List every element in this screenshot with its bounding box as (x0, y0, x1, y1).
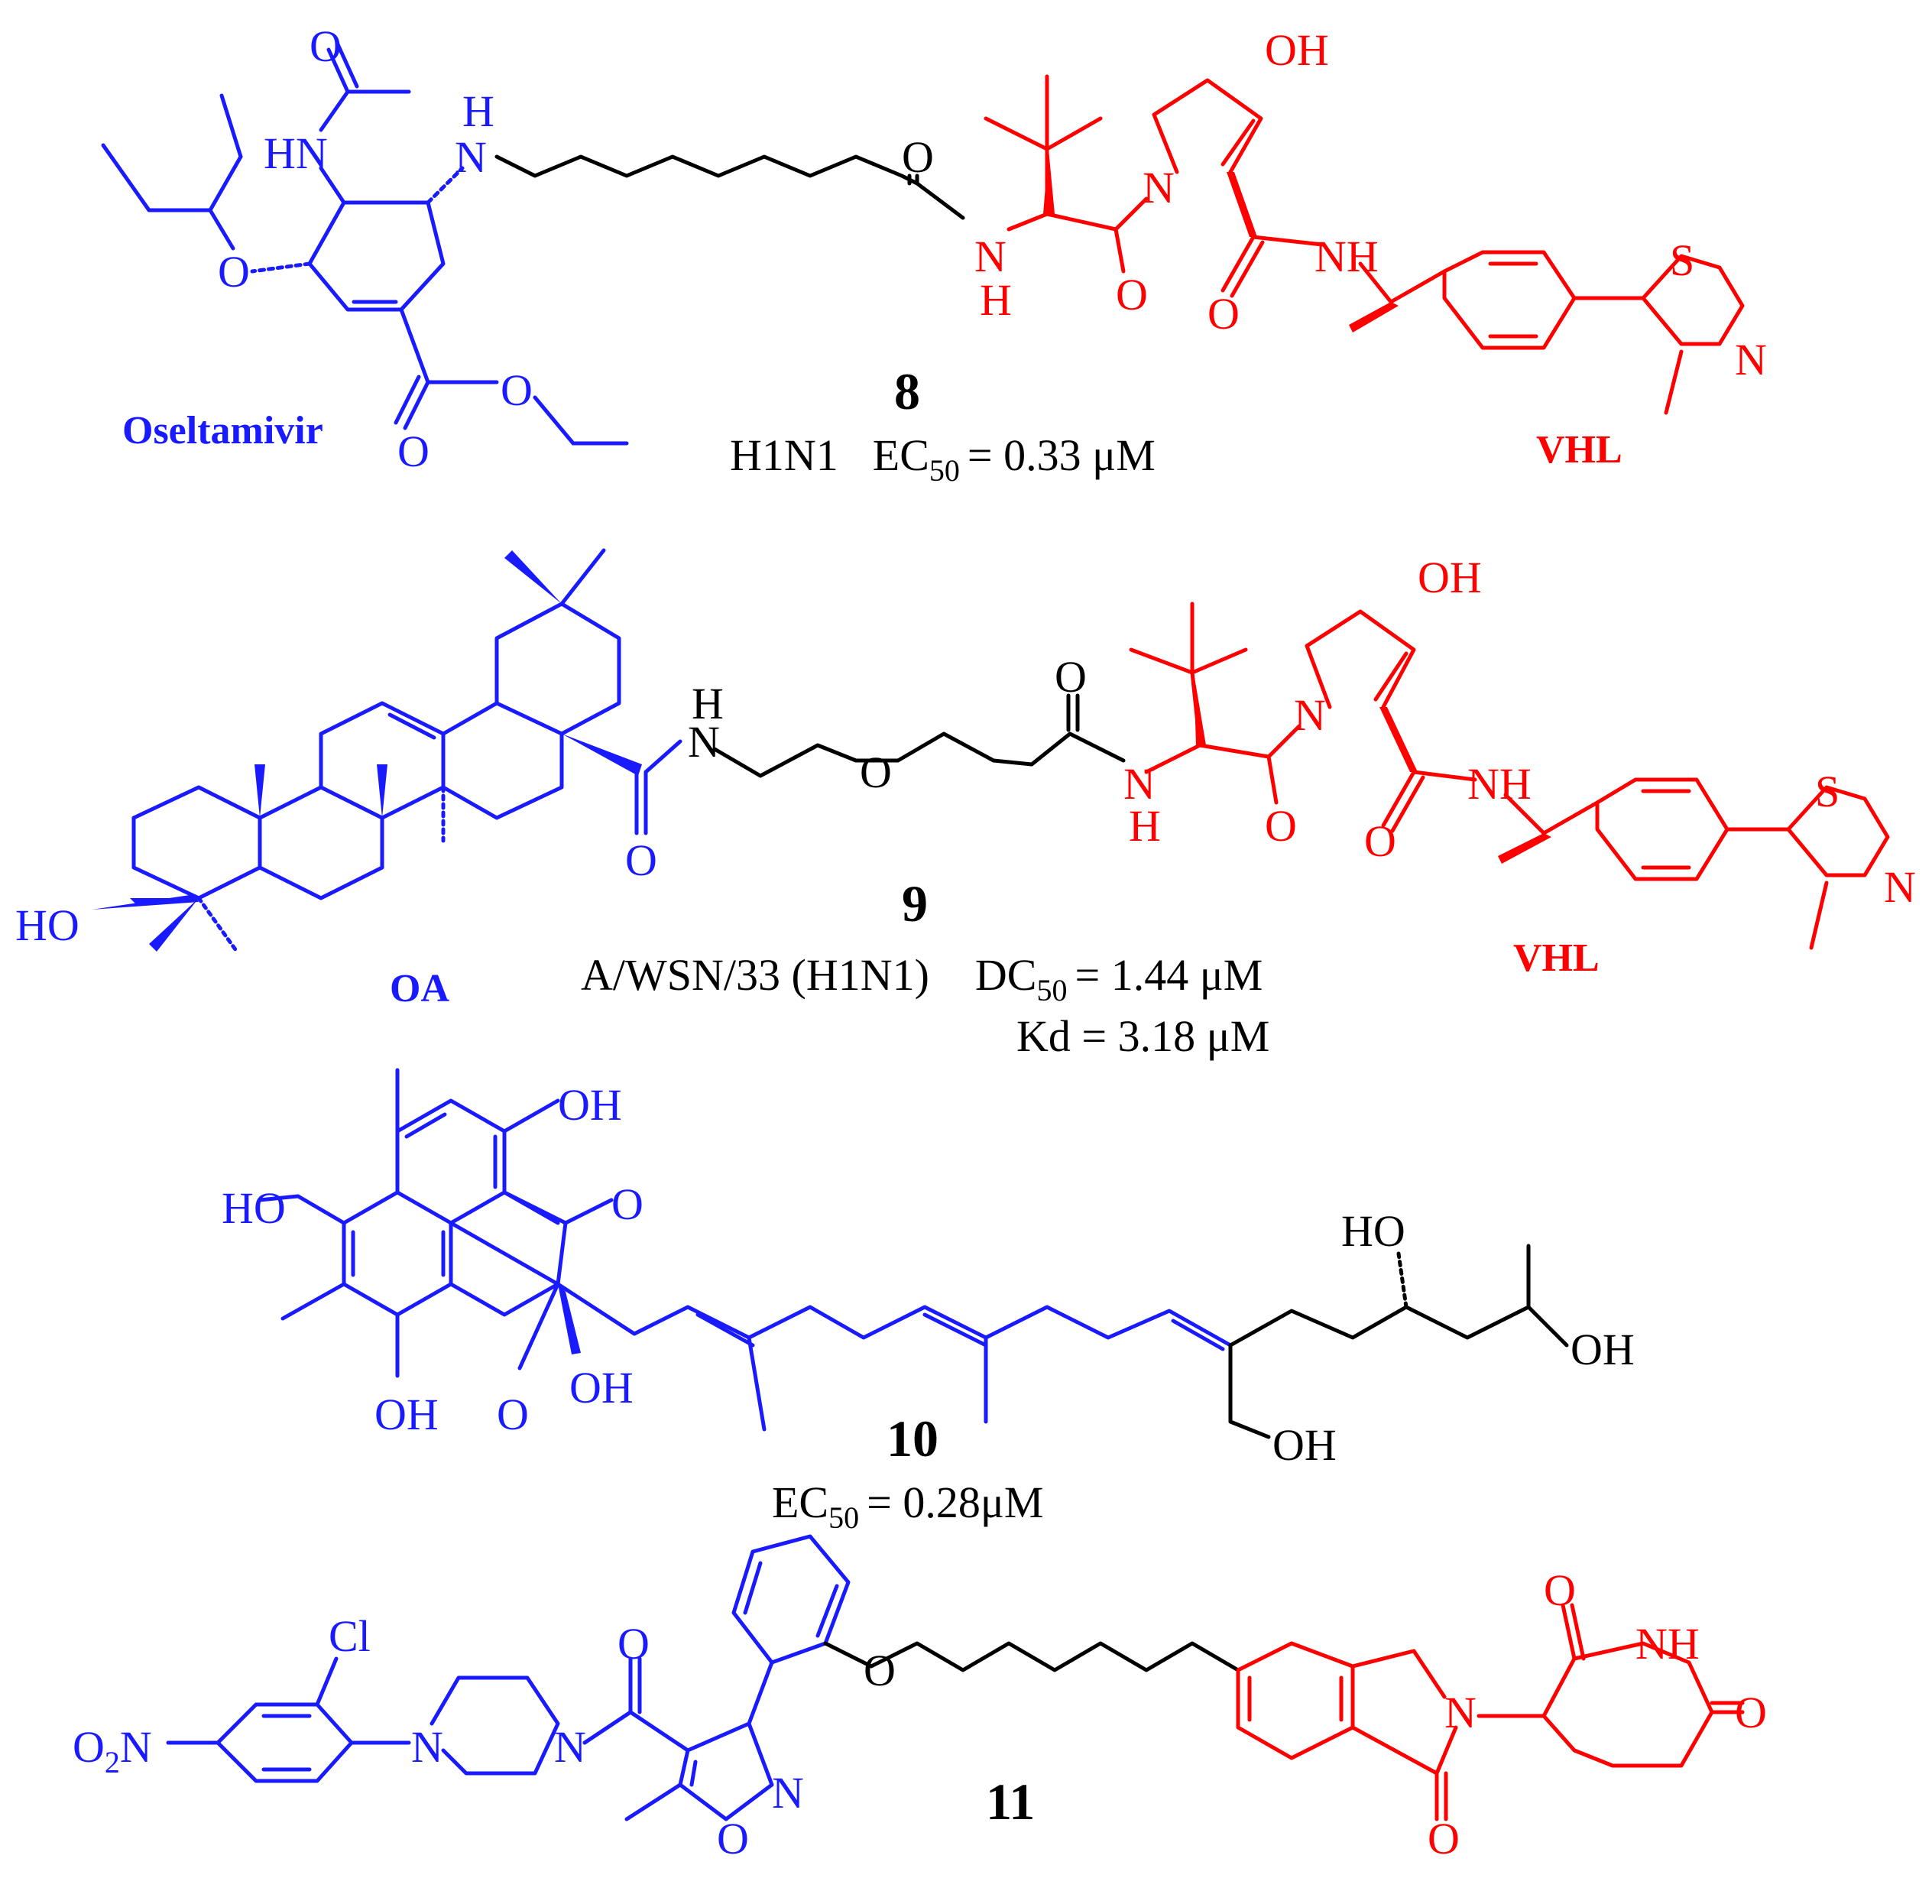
compound-11 (166, 1534, 1745, 1821)
atom-O2N-o: O (73, 1722, 105, 1772)
atom-O2N-n: N (120, 1722, 152, 1772)
compound-10 (258, 1068, 1569, 1439)
compound-id-8: 8 (894, 362, 920, 420)
atom-OH: OH (569, 1363, 634, 1413)
atom-O: O (611, 1179, 643, 1229)
warhead-label-oa: OA (390, 967, 449, 1010)
linker-11 (823, 1641, 1240, 1672)
atom-labels-8: O HN H N O O O O N H O N OH O NH S N (218, 21, 1767, 476)
atom-NH: NH (1314, 232, 1379, 281)
atom-H: H (462, 86, 494, 136)
compound-8 (101, 42, 1745, 446)
atom-O2N-sub: 2 (105, 1745, 120, 1779)
atom-O: O (1544, 1565, 1576, 1615)
compound-id-11: 11 (986, 1773, 1035, 1831)
atom-O: O (1116, 270, 1148, 319)
atom-O: O (1208, 289, 1240, 339)
compound-id-9: 9 (902, 874, 928, 933)
wedge-bond (1227, 172, 1257, 237)
wedge-bond (1043, 149, 1055, 214)
atom-S: S (1815, 767, 1840, 816)
atom-Cl: Cl (329, 1611, 371, 1661)
atom-O: O (1428, 1814, 1460, 1863)
atom-O: O (860, 748, 892, 797)
atom-N: N (554, 1722, 586, 1772)
atom-N: N (772, 1768, 804, 1818)
atom-labels-10: OH HO O OH O OH HO OH OH (222, 1080, 1635, 1470)
atom-O: O (218, 247, 250, 297)
warhead-label-oseltamivir: Oseltamivir (122, 409, 323, 452)
atom-O: O (501, 365, 533, 415)
atom-O: O (1265, 801, 1297, 851)
atom-labels-9: HO O H N O O N H O N OH O NH S N (15, 553, 1916, 950)
atom-O: O (618, 1619, 650, 1669)
atom-O2N: O2N (73, 1722, 152, 1779)
atom-OH: OH (1272, 1420, 1337, 1470)
value-10: = 0.28μM (867, 1477, 1043, 1527)
atom-H: H (980, 275, 1012, 325)
atom-N: N (974, 232, 1007, 281)
atom-OH: OH (374, 1390, 439, 1439)
atom-NH: NH (1467, 759, 1532, 809)
linker-8 (494, 154, 965, 220)
atom-NH: NH (1635, 1619, 1700, 1669)
thalidomide-bonds-11 (1236, 1603, 1745, 1821)
atom-OH: OH (1418, 553, 1482, 602)
atom-HO: HO (1341, 1206, 1405, 1256)
atom-O: O (1364, 816, 1396, 866)
atom-O: O (310, 21, 342, 71)
atom-HO: HO (222, 1183, 286, 1233)
atom-HO: HO (15, 900, 79, 950)
value-8: = 0.33 μM (968, 430, 1156, 480)
atom-H: H (1129, 801, 1161, 851)
strain-8: H1N1 (730, 430, 838, 480)
atom-N: N (1294, 690, 1326, 740)
metric-8: EC (873, 430, 929, 480)
linker-9 (712, 731, 1034, 778)
e3-label-vhl: VHL (1536, 428, 1622, 472)
metric-9: DC (975, 950, 1037, 1000)
atom-O: O (864, 1646, 896, 1695)
atom-O: O (1735, 1688, 1767, 1737)
wedge-bond (1349, 302, 1399, 332)
hypocrellin-bonds (258, 1068, 1233, 1432)
kd-9: Kd = 3.18 μM (1016, 1011, 1269, 1061)
e3-label-vhl: VHL (1513, 936, 1600, 980)
atom-N: N (1123, 759, 1156, 809)
warhead-bonds-11 (166, 1534, 851, 1821)
metric-sub-10: 50 (828, 1500, 859, 1535)
atom-HN: HN (264, 128, 328, 178)
metric-sub-9: 50 (1036, 973, 1067, 1007)
atom-H: H (692, 679, 724, 728)
activity-8: H1N1 EC50= 0.33 μM (730, 430, 1156, 488)
atom-O: O (717, 1814, 749, 1863)
activity-10: EC50= 0.28μM (772, 1477, 1044, 1535)
atom-N: N (1884, 862, 1916, 912)
atom-O: O (1055, 652, 1087, 702)
compound-9 (92, 548, 1890, 954)
atom-O: O (902, 132, 934, 182)
atom-N: N (688, 717, 720, 767)
compound-id-10: 10 (887, 1409, 938, 1468)
atom-O: O (497, 1390, 529, 1439)
atom-S: S (1670, 235, 1694, 285)
oseltamivir-bonds (101, 42, 629, 446)
atom-N: N (455, 132, 487, 182)
atom-OH: OH (1265, 25, 1329, 75)
atom-N: N (1143, 163, 1175, 212)
activity-9: A/WSN/33 (H1N1) DC50= 1.44 μM (581, 950, 1263, 1007)
value-9: = 1.44 μM (1075, 950, 1263, 1000)
strain-9: A/WSN/33 (H1N1) (581, 950, 929, 1000)
atom-N: N (411, 1722, 443, 1772)
atom-N: N (1735, 335, 1767, 384)
metric-sub-8: 50 (929, 453, 960, 488)
atom-O: O (397, 427, 430, 476)
atom-O: O (625, 835, 657, 885)
atom-N: N (1444, 1688, 1477, 1737)
atom-labels-11: O2N Cl N N O N O O N O O NH O (73, 1565, 1767, 1863)
metric-10: EC (772, 1477, 828, 1527)
atom-OH: OH (1571, 1325, 1635, 1374)
atom-OH: OH (558, 1080, 622, 1130)
